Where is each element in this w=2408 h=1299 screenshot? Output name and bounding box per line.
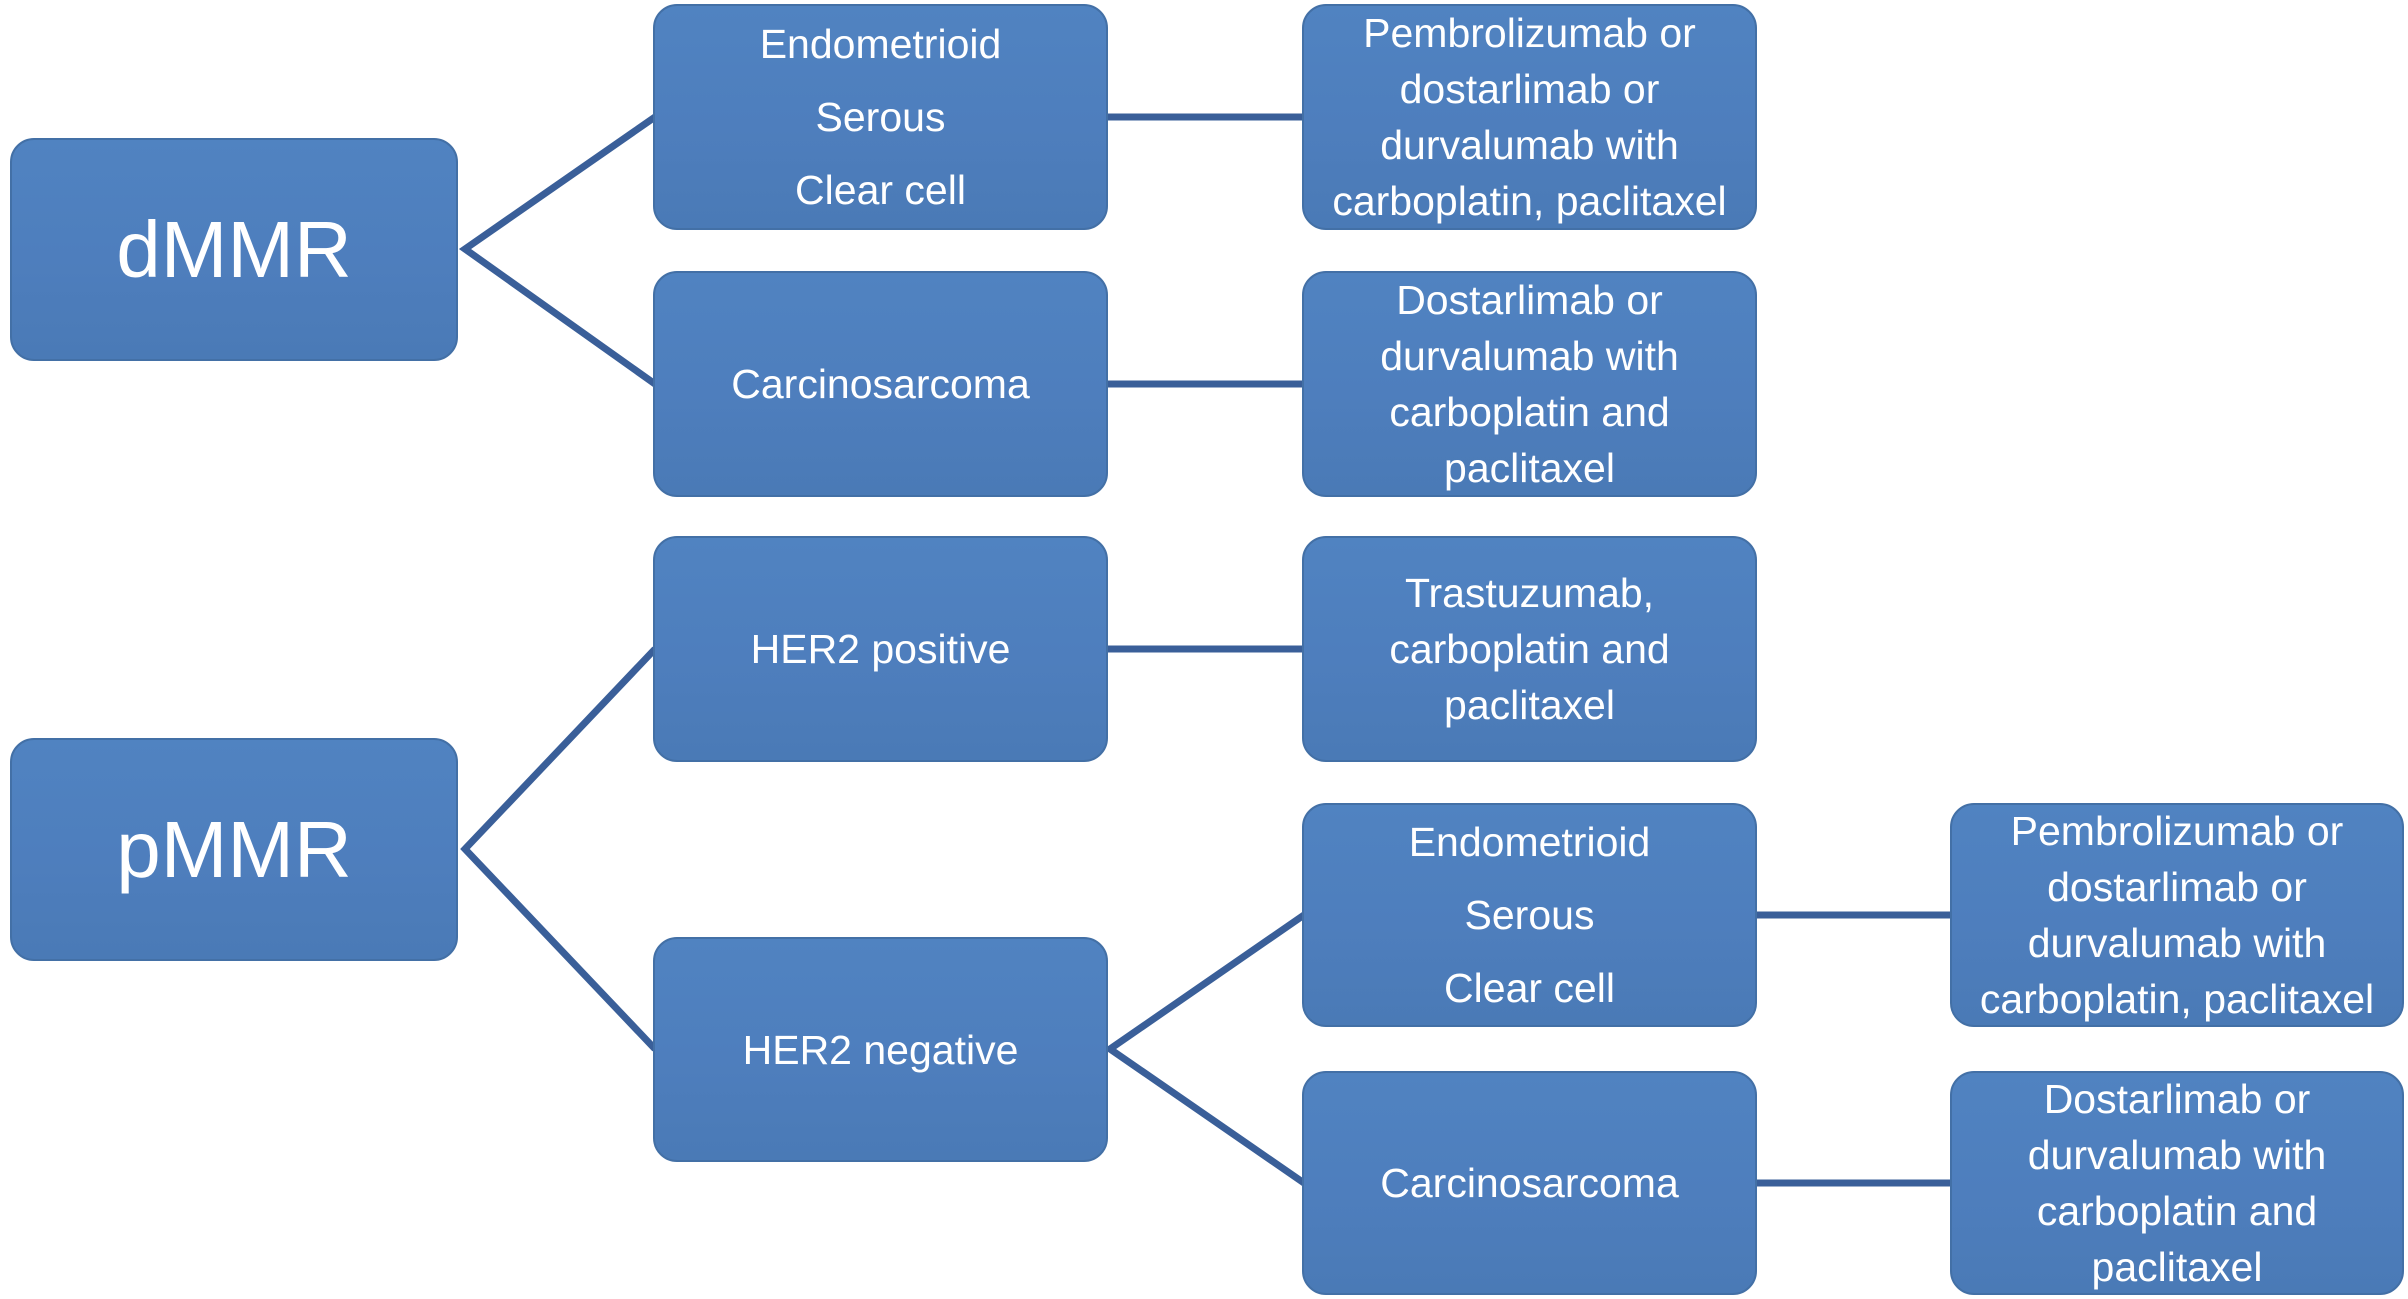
node-dostarlimab-regimen-low: Dostarlimab or durvalumab with carboplat… xyxy=(1950,1071,2404,1295)
node-pembrolizumab-regimen-low-label: Pembrolizumab or dostarlimab or durvalum… xyxy=(1979,808,2375,1022)
node-pembrolizumab-regimen-low: Pembrolizumab or dostarlimab or durvalum… xyxy=(1950,803,2404,1027)
node-endometrioid-serous-clearcell-low-label: Endometrioid Serous Clear cell xyxy=(1408,818,1651,1011)
node-dostarlimab-regimen-low-label: Dostarlimab or durvalumab with carboplat… xyxy=(2027,1076,2327,1290)
node-carcinosarcoma-low: Carcinosarcoma xyxy=(1302,1071,1757,1295)
node-trastuzumab-regimen: Trastuzumab, carboplatin and paclitaxel xyxy=(1302,536,1757,762)
node-her2-positive: HER2 positive xyxy=(653,536,1108,762)
edge-dmmr-fork xyxy=(458,114,658,387)
node-carcinosarcoma-top: Carcinosarcoma xyxy=(653,271,1108,497)
node-pembrolizumab-regimen-top-label: Pembrolizumab or dostarlimab or durvalum… xyxy=(1332,10,1727,224)
node-dostarlimab-regimen-top-label: Dostarlimab or durvalumab with carboplat… xyxy=(1380,277,1679,491)
node-dmmr: dMMR xyxy=(10,138,458,361)
node-her2-negative-label: HER2 negative xyxy=(742,1026,1019,1073)
node-pmmr-label: pMMR xyxy=(116,804,352,894)
node-carcinosarcoma-low-label: Carcinosarcoma xyxy=(1380,1160,1679,1206)
node-carcinosarcoma-top-label: Carcinosarcoma xyxy=(731,361,1030,407)
node-pembrolizumab-regimen-top: Pembrolizumab or dostarlimab or durvalum… xyxy=(1302,4,1757,230)
edge-pmmr-fork xyxy=(460,646,658,1052)
edge-her2-negative-fork xyxy=(1103,912,1306,1186)
node-trastuzumab-regimen-label: Trastuzumab, carboplatin and paclitaxel xyxy=(1389,570,1670,728)
node-endometrioid-serous-clearcell-top: Endometrioid Serous Clear cell xyxy=(653,4,1108,230)
node-dmmr-label: dMMR xyxy=(116,204,352,294)
node-endometrioid-serous-clearcell-low: Endometrioid Serous Clear cell xyxy=(1302,803,1757,1027)
node-her2-negative: HER2 negative xyxy=(653,937,1108,1162)
node-dostarlimab-regimen-top: Dostarlimab or durvalumab with carboplat… xyxy=(1302,271,1757,497)
node-her2-positive-label: HER2 positive xyxy=(750,626,1011,672)
node-endometrioid-serous-clearcell-top-label: Endometrioid Serous Clear cell xyxy=(759,20,1002,213)
node-pmmr: pMMR xyxy=(10,738,458,961)
